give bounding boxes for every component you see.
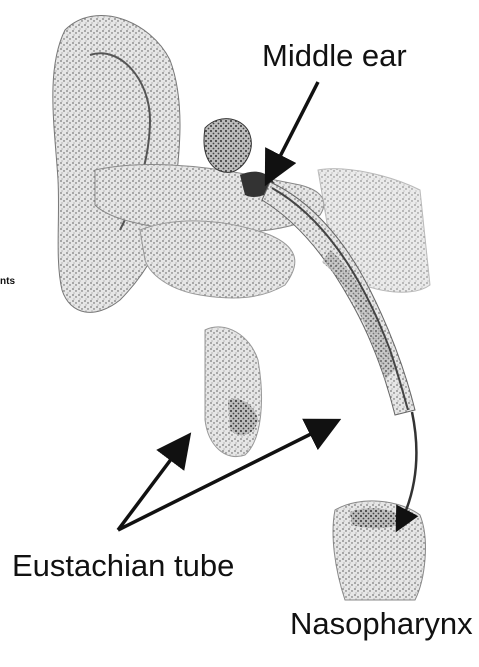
jaw-fragment-shape [205,327,262,457]
ossicles-shape [204,119,251,173]
eustachian-tube-label: Eustachian tube [12,548,234,584]
middle-ear-arrow-icon [268,82,318,180]
skull-base-shape [140,221,295,298]
eustachian-arrow-left-icon [118,438,187,530]
nasopharynx-label: Nasopharynx [290,606,473,642]
middle-ear-label: Middle ear [262,38,407,74]
cropped-text-fragment: nts [0,276,15,287]
